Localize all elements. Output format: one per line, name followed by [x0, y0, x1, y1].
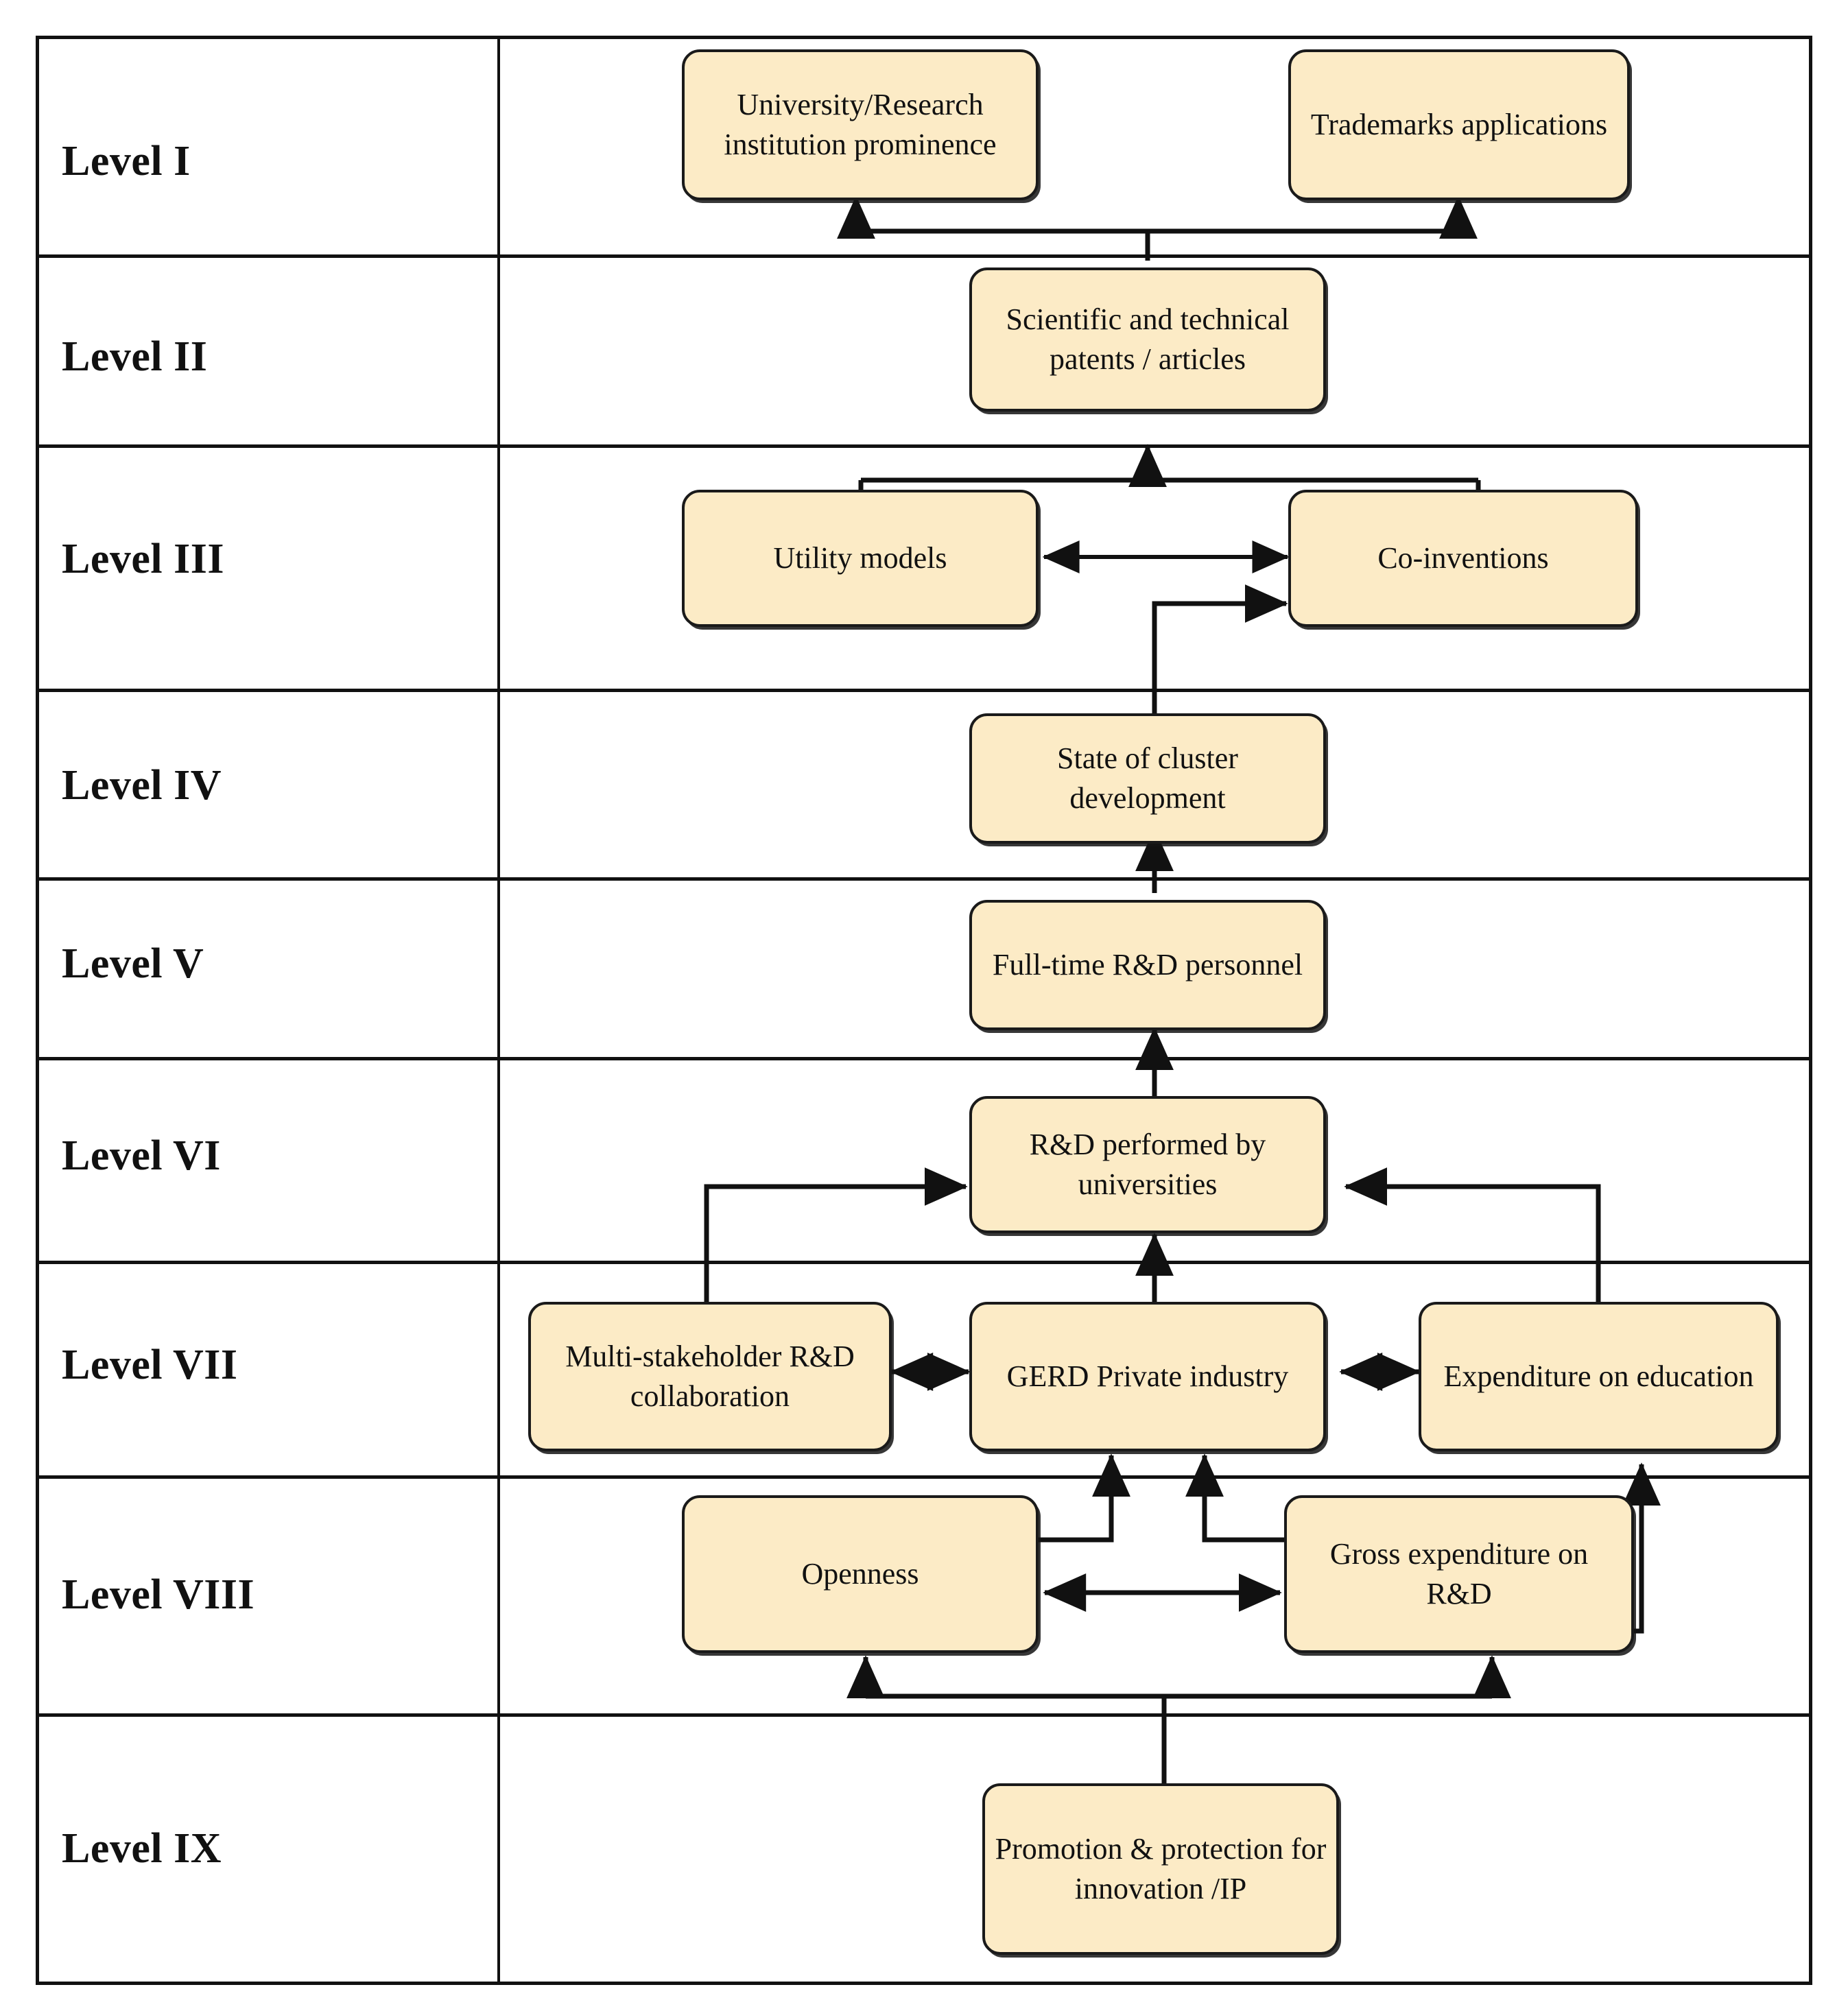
node-rd-personnel[interactable]: Full-time R&D personnel — [969, 900, 1326, 1030]
grid-row-divider-4 — [39, 877, 1809, 881]
level-label-7: Level VII — [62, 1342, 238, 1388]
node-utility-models[interactable]: Utility models — [682, 490, 1039, 627]
node-university-prominence[interactable]: University/Research institution prominen… — [682, 49, 1039, 200]
diagram-grid — [36, 36, 1812, 1985]
grid-row-divider-5 — [39, 1057, 1809, 1060]
level-label-6: Level VI — [62, 1132, 221, 1179]
level-label-1: Level I — [62, 138, 191, 185]
grid-row-divider-6 — [39, 1261, 1809, 1264]
node-rd-performed-universities[interactable]: R&D performed by universities — [969, 1096, 1326, 1233]
node-expenditure-education[interactable]: Expenditure on education — [1419, 1302, 1779, 1451]
node-co-inventions[interactable]: Co-inventions — [1288, 490, 1638, 627]
grid-column-divider — [497, 39, 500, 1982]
node-openness[interactable]: Openness — [682, 1495, 1039, 1653]
level-label-4: Level IV — [62, 762, 222, 809]
level-label-9: Level IX — [62, 1825, 222, 1872]
grid-row-divider-2 — [39, 444, 1809, 448]
node-promotion-protection-ip[interactable]: Promotion & protection for innovation /I… — [982, 1783, 1339, 1955]
level-label-3: Level III — [62, 536, 224, 582]
grid-row-divider-3 — [39, 689, 1809, 692]
level-label-2: Level II — [62, 333, 208, 380]
level-label-5: Level V — [62, 940, 204, 987]
grid-row-divider-1 — [39, 254, 1809, 258]
node-gerd-private-industry[interactable]: GERD Private industry — [969, 1302, 1326, 1451]
grid-row-divider-7 — [39, 1475, 1809, 1479]
node-gross-expenditure-rd[interactable]: Gross expenditure on R&D — [1284, 1495, 1634, 1653]
node-multi-stakeholder-collaboration[interactable]: Multi-stakeholder R&D collaboration — [528, 1302, 892, 1451]
node-cluster-development[interactable]: State of cluster development — [969, 713, 1326, 844]
grid-row-divider-8 — [39, 1713, 1809, 1717]
node-patents-articles[interactable]: Scientific and technical patents / artic… — [969, 267, 1326, 412]
node-trademarks-applications[interactable]: Trademarks applications — [1288, 49, 1630, 200]
level-label-8: Level VIII — [62, 1571, 255, 1618]
